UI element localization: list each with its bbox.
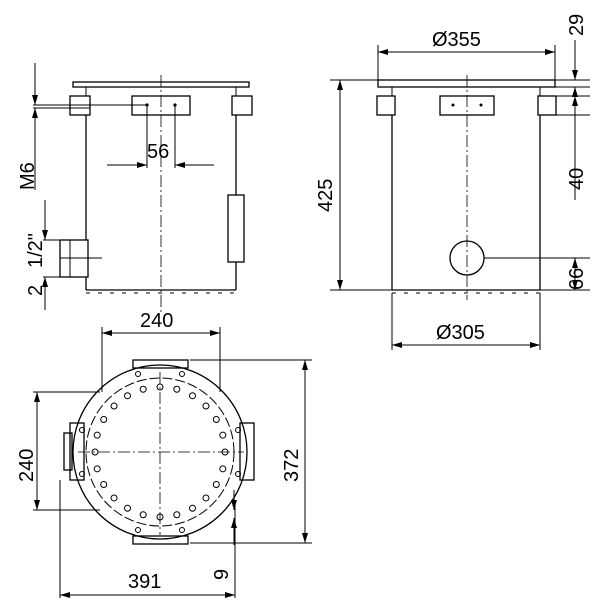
bolt-hole [219,465,227,473]
bolt-hole [139,385,147,393]
dim-2: 2 [25,285,47,296]
dim-425: 425 [315,179,337,212]
bolt-hole [91,448,99,456]
bolt-hole [173,511,181,519]
mount-hole [135,371,141,377]
bolt-hole [93,431,101,439]
dim-40: 40 [566,168,588,190]
front-view: 56 M6 1/2" 2 240 [17,63,253,336]
bolt-hole [110,494,118,502]
mount-hole [79,471,85,477]
mount-hole [235,471,241,477]
bolt-hole [93,465,101,473]
mount-hole [179,527,185,533]
bolt-hole [202,494,210,502]
bolt-hole [110,402,118,410]
dim-9: 9 [211,569,233,580]
bolt-hole [156,383,164,391]
dim-66: 66 [566,268,588,290]
bolt-hole [173,385,181,393]
top-view: 372 240 391 9 [16,327,312,598]
mount-hole [179,371,185,377]
dim-240-width: 240 [140,310,173,332]
dim-305: Ø305 [436,322,485,344]
dim-29: 29 [566,14,588,36]
bolt-hole [212,416,220,423]
side-view: Ø355 425 29 40 66 Ø305 [315,14,590,350]
bolt-hole [100,481,108,488]
bolt-hole [212,481,220,488]
bolt-hole [189,504,196,512]
dim-56: 56 [147,141,169,163]
dim-372: 372 [281,449,303,482]
bolt-hole [156,513,164,521]
dim-240-depth: 240 [16,449,38,482]
dim-m6: M6 [17,162,39,190]
mount-hole [135,527,141,533]
bolt-hole [100,416,108,423]
dim-355: Ø355 [432,29,481,51]
mount-hole [235,427,241,433]
mount-hole [79,427,85,433]
bolt-hole [124,504,131,512]
dim-half-inch: 1/2" [25,233,47,268]
bolt-hole [221,448,229,456]
bolt-hole [139,511,147,519]
bolt-hole [124,392,131,400]
bolt-hole [189,392,196,400]
dim-391: 391 [128,571,161,593]
bolt-hole [202,402,210,410]
bolt-hole [219,431,227,439]
